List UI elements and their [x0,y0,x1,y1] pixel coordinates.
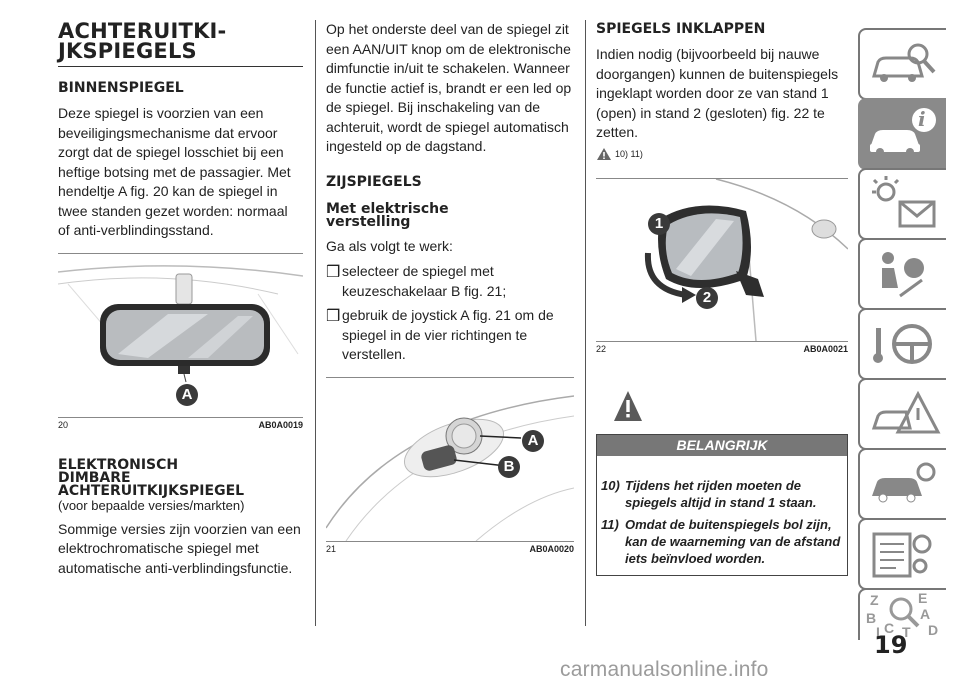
column-2: Op het onderste deel van de spiegel zit … [326,0,574,555]
index-letter: B [866,610,877,626]
elektrische-verstelling-heading: Met elektrische verstelling [326,200,574,230]
main-title-line2: JKSPIEGELS [58,39,197,63]
binnenspiegel-heading: BINNENSPIEGEL [58,80,184,96]
sidebar-tab-warning-lights[interactable] [858,168,946,240]
figure-21: A B [326,376,574,542]
elektronisch-heading-line2: DIMBARE [58,469,131,486]
elektrische-verstelling-line2: verstelling [326,213,411,230]
bullet-item-1: ❒ selecteer de spiegel met keuzeschakela… [326,262,574,301]
index-letter: C [884,620,895,636]
important-warning-box: BELANGRIJK 10) Tijdens het rijden moeten… [596,433,848,576]
car-service-icon [872,462,936,503]
magnifier-icon [889,597,920,628]
door-switch-illustration [326,394,574,541]
elektrische-verstelling-line1: Met elektrische [326,200,449,217]
settings-list-icon [872,532,932,578]
warning-triangle-icon [597,147,611,160]
folding-mirror-illustration [644,178,848,341]
elektronisch-subtitle: (voor bepaalde versies/markten) [58,497,245,513]
index-letter: D [928,622,939,638]
bullet-checkbox-icon: ❒ [326,264,341,281]
sidebar-tab-car-info[interactable]: i [858,98,946,170]
sidebar-tab-airbag-seat[interactable] [858,238,946,310]
bullet-item-2: ❒ gebruik de joystick A fig. 21 om de sp… [326,306,574,365]
figure-22-number: 22 [596,343,607,354]
column-divider-2 [585,20,586,626]
zijspiegels-heading: ZIJSPIEGELS [326,173,422,190]
warning-text-11: Omdat de buitenspiegels bol zijn, kan de… [625,516,841,566]
figure-22-label-1: 1 [648,212,670,235]
warning-lights-icon [872,176,936,228]
dimfunctie-text: Op het onderste deel van de spiegel zit … [326,21,572,154]
elektronisch-heading-line1: ELEKTRONISCH [58,456,179,473]
warning-number-11: 11) [601,516,619,532]
bullet-text-2: gebruik de joystick A fig. 21 om de spie… [342,307,554,362]
sidebar-tab-settings-list[interactable] [858,518,946,590]
car-search-icon [872,43,936,82]
bullet-checkbox-icon: ❒ [326,308,341,325]
figure-20-label-a: A [176,383,198,406]
figure-20-caption: 20 AB0A0019 [58,418,303,431]
figure-21-label-b: B [498,455,520,478]
figure-21-code: AB0A0020 [529,543,574,554]
figure-20-code: AB0A0019 [258,419,303,430]
column-1: ACHTERUITKI- JKSPIEGELS BINNENSPIEGEL De… [58,0,303,578]
sidebar-tab-car-service[interactable] [858,448,946,520]
index-letter: A [920,606,931,622]
warning-triangle-icon [871,390,941,434]
title-rule [58,66,303,67]
elektronisch-text: Sommige versies zijn voorzien van een el… [58,520,301,576]
sidebar-tab-warning-triangle[interactable] [858,378,946,450]
reference-numbers: 10) 11) [615,148,643,159]
main-title: ACHTERUITKI- JKSPIEGELS [58,0,303,63]
index-letter: Z [870,592,879,608]
elektronisch-heading-line3: ACHTERUITKIJKSPIEGEL [58,482,245,499]
warning-text-10: Tijdens het rijden moeten de spiegels al… [625,477,817,510]
car-info-icon [870,108,936,156]
figure-22-label-2: 2 [696,286,718,309]
airbag-seat-icon [882,252,924,298]
sidebar-tab-alphabet-index[interactable]: Z E B A C D T I [858,588,946,640]
inklappen-heading: SPIEGELS INKLAPPEN [596,21,766,37]
index-letter: T [902,624,911,640]
warning-number-10: 10) [601,477,620,493]
index-letter: E [918,590,928,606]
exclamation-triangle-icon [614,390,642,421]
column-3: SPIEGELS INKLAPPEN Indien nodig (bijvoor… [596,0,848,576]
warning-item-11: 11) Omdat de buitenspiegels bol zijn, ka… [601,516,843,567]
bullet-text-1: selecteer de spiegel met keuzeschakelaar… [342,263,507,299]
index-letter: I [876,624,880,640]
alphabet-index-icon: Z E B A C D T I [860,590,946,640]
warning-body: 10) Tijdens het rijden moeten de spiegel… [597,455,847,575]
figure-21-number: 21 [326,543,337,554]
inklappen-text: Indien nodig (bijvoorbeeld bij nauwe doo… [596,46,839,140]
figure-21-label-a: A [522,429,544,452]
binnenspiegel-text: Deze spiegel is voorzien van een beveili… [58,105,291,238]
column-divider-1 [315,20,316,626]
page-number: 19 [874,631,908,659]
sidebar-tab-steering[interactable] [858,308,946,380]
figure-21-caption: 21 AB0A0020 [326,542,574,555]
figure-20: A [58,252,303,418]
warning-header: BELANGRIJK [597,434,847,456]
figure-22-code: AB0A0021 [803,343,848,354]
info-glyph: i [918,107,926,131]
rearview-mirror-illustration [58,264,303,382]
sidebar-tab-car-search[interactable] [858,28,946,100]
main-title-line1: ACHTERUITKI- [58,19,227,43]
figure-20-number: 20 [58,419,69,430]
warning-item-10: 10) Tijdens het rijden moeten de spiegel… [601,477,843,511]
werkwijze-text: Ga als volgt te werk: [326,237,453,254]
important-warning-icon [612,389,848,428]
elektronisch-heading: ELEKTRONISCH DIMBARE ACHTERUITKIJKSPIEGE… [58,456,303,499]
figure-22: 1 2 [596,177,848,342]
steering-wheel-icon [873,324,932,364]
watermark: carmanualsonline.info [560,658,769,681]
figure-22-caption: 22 AB0A0021 [596,342,848,355]
warning-references: 10) 11) [596,147,848,161]
